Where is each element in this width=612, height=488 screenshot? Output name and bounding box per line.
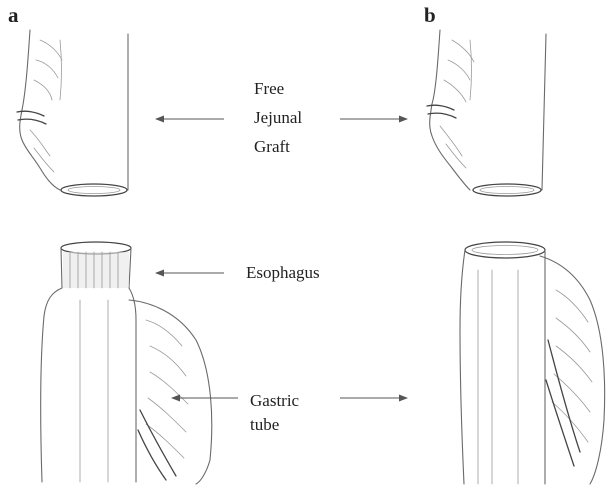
jejunal-graft-drawing-b — [427, 30, 546, 196]
label-graft: Graft — [254, 137, 290, 156]
jejunal-graft-drawing-a — [17, 30, 128, 196]
label-gastric: Gastric — [250, 391, 300, 410]
esophagus-gastric-drawing-a — [41, 242, 212, 484]
panel-label-a: a — [8, 3, 19, 27]
panel-label-b: b — [424, 3, 436, 27]
label-free: Free — [254, 79, 284, 98]
label-tube: tube — [250, 415, 279, 434]
label-jejunal: Jejunal — [254, 108, 302, 127]
label-esophagus: Esophagus — [246, 263, 320, 282]
gastric-tube-drawing-b — [460, 242, 605, 484]
